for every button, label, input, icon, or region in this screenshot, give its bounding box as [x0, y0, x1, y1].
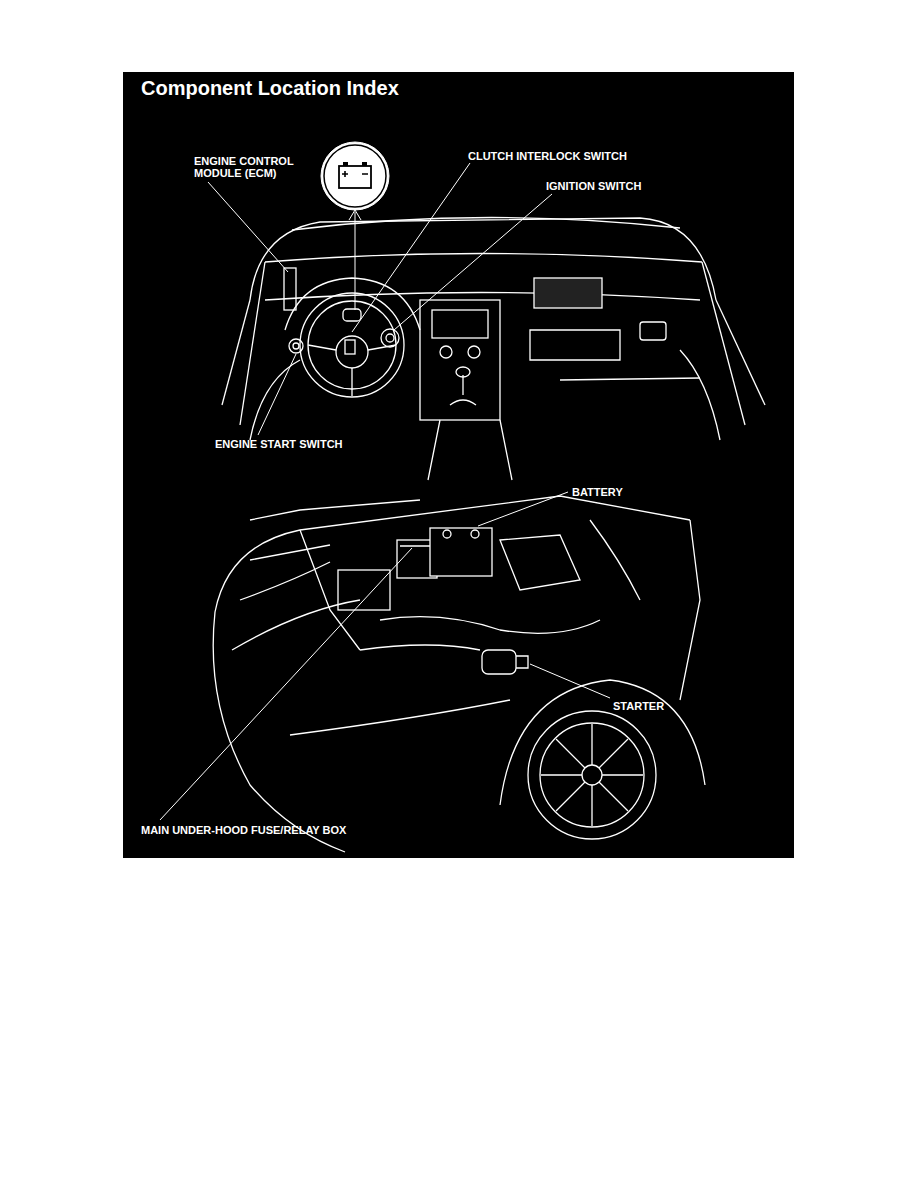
- battery-icon: [321, 142, 389, 210]
- part-label: IGNITION SWITCH: [546, 180, 641, 192]
- part-label: MAIN UNDER-HOOD FUSE/RELAY BOX: [141, 824, 346, 836]
- part-label: ENGINE CONTROL MODULE (ECM): [194, 155, 306, 179]
- part-label: BATTERY: [572, 486, 623, 498]
- part-label: ENGINE START SWITCH: [215, 438, 343, 450]
- dark-panel: [123, 72, 794, 858]
- leader-lines: [160, 163, 610, 820]
- title: Component Location Index: [141, 76, 399, 100]
- part-label: CLUTCH INTERLOCK SWITCH: [468, 150, 627, 162]
- car-front-drawing: [213, 496, 705, 852]
- part-label: STARTER: [613, 700, 664, 712]
